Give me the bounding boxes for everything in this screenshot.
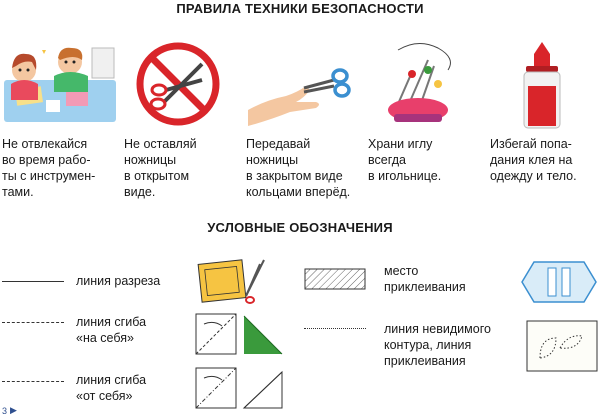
fold-away-line-sample (2, 381, 64, 382)
page-arrow-icon: ▶ (10, 405, 17, 415)
rules-title: ПРАВИЛА ТЕХНИКИ БЕЗОПАСНОСТИ (176, 1, 424, 16)
fold-away-label: линия сгиба «от себя» (76, 373, 147, 403)
rule-card: Не отвлекайся во время рабо- ты с инстру… (2, 40, 120, 210)
rule-card: Передавай ножницы в закрытом виде кольца… (246, 40, 364, 210)
hidden-line-label: линия невидимого контура, линия приклеив… (384, 322, 491, 368)
rule-card: Не оставляй ножницы в открытом виде. (124, 40, 242, 210)
hidden-line-sample (304, 328, 366, 329)
leaf-hidden-contour-icon (526, 320, 598, 372)
glue-tab-shape-icon (521, 261, 597, 303)
page-number: 3 (2, 406, 8, 416)
fold-away-diagram-icon (195, 367, 283, 409)
cutting-paper-icon (197, 259, 265, 304)
hand-passing-scissors-icon (248, 68, 351, 126)
rule-card: Храни иглу всегда в игольнице. (368, 40, 486, 210)
cut-line-sample (2, 281, 64, 282)
glue-bottle-icon (523, 42, 561, 129)
no-scissors-icon (136, 42, 220, 126)
rule-card: Избегай попа- дания клея на одежду и тел… (490, 40, 600, 210)
fold-toward-label: линия сгиба «на себя» (76, 315, 147, 345)
fold-toward-line-sample (2, 322, 64, 323)
rule-caption: Передавай ножницы в закрытом виде кольца… (246, 137, 351, 199)
rule-caption: Не отвлекайся во время рабо- ты с инстру… (2, 137, 96, 199)
rule-caption: Храни иглу всегда в игольнице. (368, 137, 442, 183)
glue-area-hatched-icon (304, 268, 366, 290)
rule-caption: Избегай попа- дания клея на одежду и тел… (490, 137, 577, 183)
rule-caption: Не оставляй ножницы в открытом виде. (124, 137, 197, 199)
children-crafting-icon (4, 47, 116, 122)
glue-place-label: место приклеивания (384, 264, 466, 294)
legend-title: УСЛОВНЫЕ ОБОЗНАЧЕНИЯ (207, 220, 393, 235)
fold-toward-diagram-icon (195, 313, 283, 355)
pincushion-needle-icon (388, 43, 451, 122)
cut-line-label: линия разреза (76, 274, 161, 288)
